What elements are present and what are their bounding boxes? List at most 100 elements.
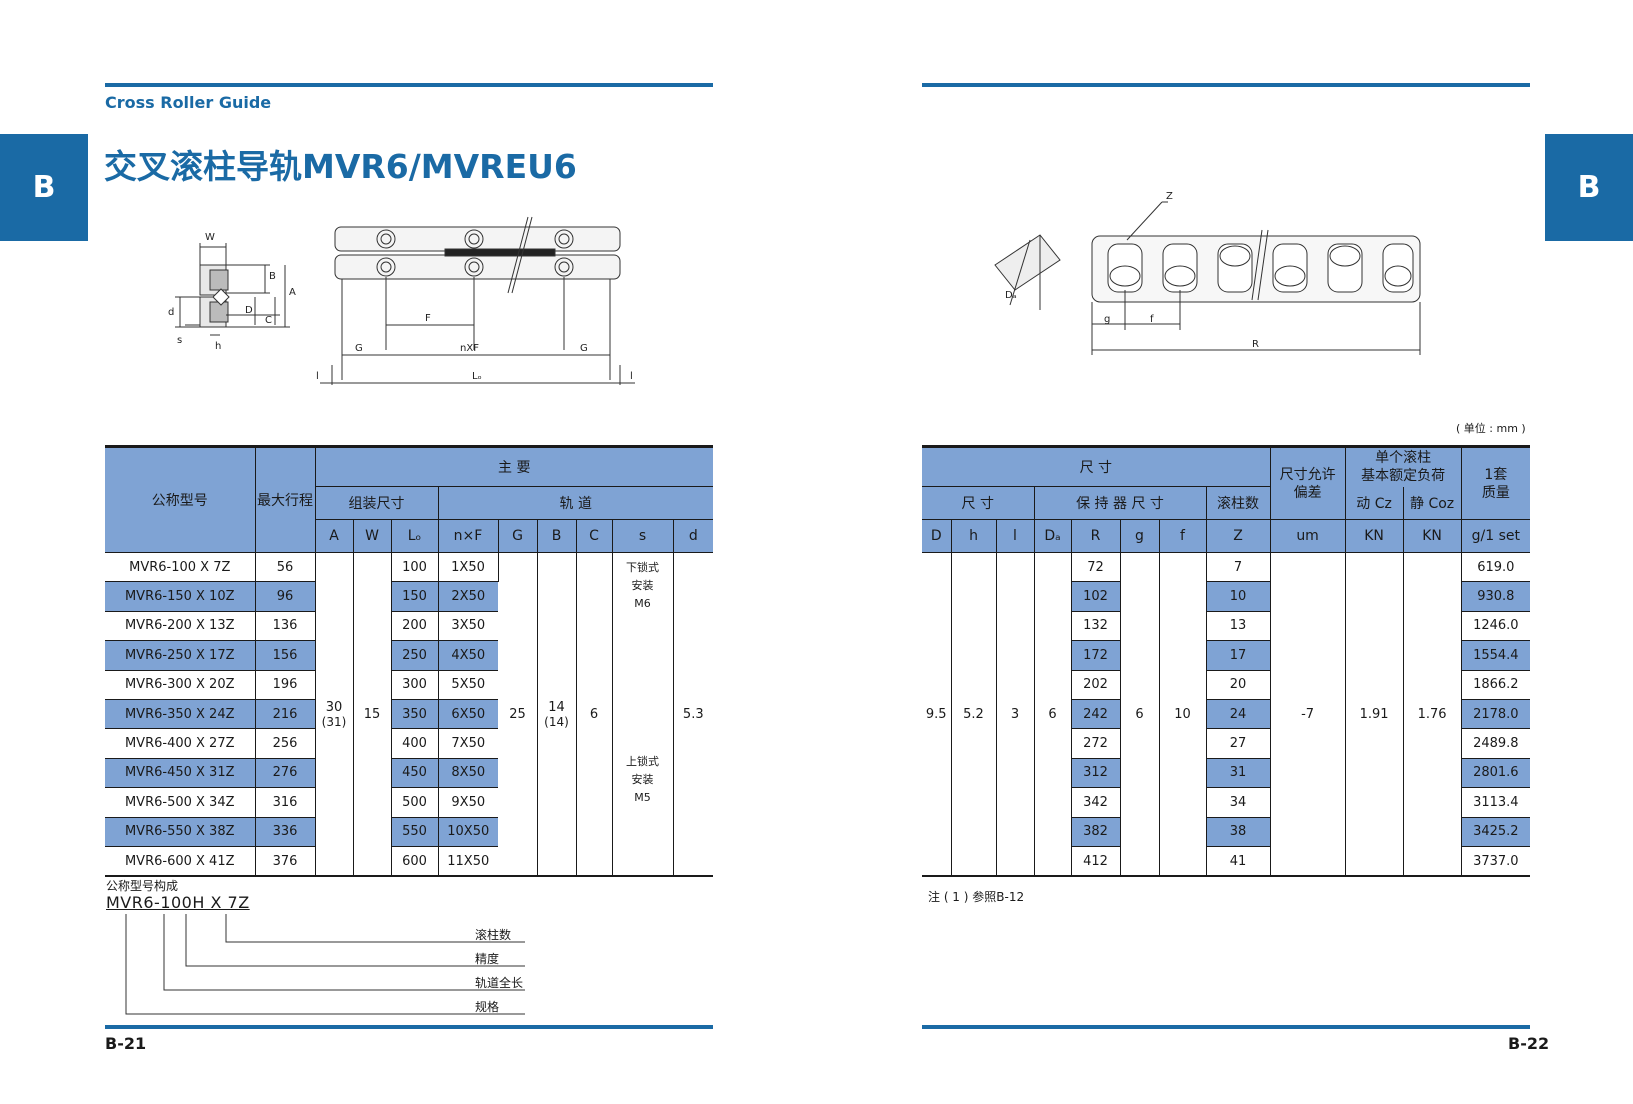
cell-nxf: 3X50 xyxy=(438,611,498,642)
dim-label-h: h xyxy=(215,341,221,352)
unit-note: ( 单位 : mm ) xyxy=(1456,422,1526,435)
col-main: 主 要 xyxy=(315,445,714,487)
cell-R: 272 xyxy=(1071,728,1121,759)
dim-label-G-left: G xyxy=(355,343,363,354)
top-rule-left xyxy=(105,83,713,87)
cell-stroke: 376 xyxy=(255,846,316,878)
mount-note-line: 下锁式 xyxy=(626,561,659,574)
cell-lo: 450 xyxy=(391,758,439,789)
cell-R: 72 xyxy=(1071,552,1121,583)
col-gset: g/1 set xyxy=(1461,519,1531,553)
cell-Z: 27 xyxy=(1206,728,1271,759)
subtitle: Cross Roller Guide xyxy=(105,93,272,112)
cell-Z: 38 xyxy=(1206,817,1271,847)
cell-model: MVR6-500 X 34Z xyxy=(105,787,256,818)
cell-l: 3 xyxy=(996,552,1035,878)
cell-lo: 500 xyxy=(391,787,439,818)
cell-G: 25 xyxy=(498,552,538,878)
rail-plan-drawing: F G nXF G Lₒ l l xyxy=(316,216,635,385)
col-B: B xyxy=(537,519,577,553)
dim-label-l-left: l xyxy=(316,371,319,382)
cell-Z: 7 xyxy=(1206,552,1271,583)
cell-lo: 100 xyxy=(391,552,439,583)
col-size: 尺 寸 xyxy=(922,486,1035,520)
cell-nxf: 6X50 xyxy=(438,699,498,730)
cell-A: 30(31) xyxy=(315,552,354,878)
col-tolerance: 尺寸允许 偏差 xyxy=(1270,445,1346,520)
cell-d: 5.3 xyxy=(673,552,714,878)
col-s: s xyxy=(612,519,674,553)
cell-A-sub: (31) xyxy=(321,714,347,729)
cell-nxf: 4X50 xyxy=(438,640,498,671)
col-rollers: 滚柱数 xyxy=(1206,486,1271,520)
cell-R: 382 xyxy=(1071,817,1121,847)
cell-model: MVR6-250 X 17Z xyxy=(105,640,256,671)
dim-label-f: f xyxy=(1150,314,1154,325)
col-Lo: Lₒ xyxy=(391,519,439,553)
cell-lo: 300 xyxy=(391,670,439,700)
col-stat: 静 Coz xyxy=(1403,486,1462,520)
cell-nxf: 2X50 xyxy=(438,581,498,612)
cell-R: 312 xyxy=(1071,758,1121,789)
col-load: 单个滚柱 基本额定负荷 xyxy=(1345,445,1462,487)
cell-Z: 10 xyxy=(1206,581,1271,612)
col-G: G xyxy=(498,519,538,553)
col-model: 公称型号 xyxy=(105,445,256,553)
cell-stat: 1.76 xyxy=(1403,552,1462,878)
cell-mass: 3737.0 xyxy=(1461,846,1531,878)
legend-item-rollers: 滚柱数 xyxy=(475,928,512,942)
bottom-rule-right xyxy=(922,1025,1530,1029)
cell-stroke: 336 xyxy=(255,817,316,847)
cell-Z: 17 xyxy=(1206,640,1271,671)
cell-tol: -7 xyxy=(1270,552,1346,878)
cage-drawing: Z Dₐ g f R xyxy=(994,191,1421,355)
cell-lo: 350 xyxy=(391,699,439,730)
cell-Z: 24 xyxy=(1206,699,1271,730)
col-W: W xyxy=(353,519,392,553)
legend-code: MVR6-100H X 7Z xyxy=(106,893,250,912)
cell-stroke: 56 xyxy=(255,552,316,583)
cell-mass: 2178.0 xyxy=(1461,699,1531,730)
cell-stroke: 256 xyxy=(255,728,316,759)
cell-model: MVR6-350 X 24Z xyxy=(105,699,256,730)
cell-lo: 200 xyxy=(391,611,439,642)
col-kn2: KN xyxy=(1403,519,1462,553)
dim-label-W: W xyxy=(205,232,215,243)
cell-R: 102 xyxy=(1071,581,1121,612)
cell-Z: 34 xyxy=(1206,787,1271,818)
section-tab-left: B xyxy=(0,134,88,241)
cell-R: 132 xyxy=(1071,611,1121,642)
section-tab-right: B xyxy=(1545,134,1633,241)
cell-h: 5.2 xyxy=(951,552,997,878)
cell-mass: 930.8 xyxy=(1461,581,1531,612)
cell-mass: 1866.2 xyxy=(1461,670,1531,700)
cell-nxf: 7X50 xyxy=(438,728,498,759)
dim-label-A: A xyxy=(289,287,296,298)
col-g: g xyxy=(1120,519,1160,553)
cell-C: 6 xyxy=(576,552,613,878)
cell-dyn: 1.91 xyxy=(1345,552,1404,878)
cell-A-value: 30 xyxy=(325,699,343,715)
col-um: um xyxy=(1270,519,1346,553)
cell-Da: 6 xyxy=(1034,552,1072,878)
cell-mass: 1554.4 xyxy=(1461,640,1531,671)
cell-stroke: 96 xyxy=(255,581,316,612)
dim-label-g: g xyxy=(1104,314,1110,325)
cell-model: MVR6-400 X 27Z xyxy=(105,728,256,759)
cell-mass: 619.0 xyxy=(1461,552,1531,583)
cell-stroke: 136 xyxy=(255,611,316,642)
col-l: l xyxy=(996,519,1035,553)
cell-D: 9.5 xyxy=(922,552,952,878)
cell-mass: 1246.0 xyxy=(1461,611,1531,642)
right-spec-table: 尺 寸 尺寸允许 偏差 单个滚柱 基本额定负荷 1套 质量 尺 寸 保 持 器 … xyxy=(922,445,1531,878)
cell-lo: 150 xyxy=(391,581,439,612)
